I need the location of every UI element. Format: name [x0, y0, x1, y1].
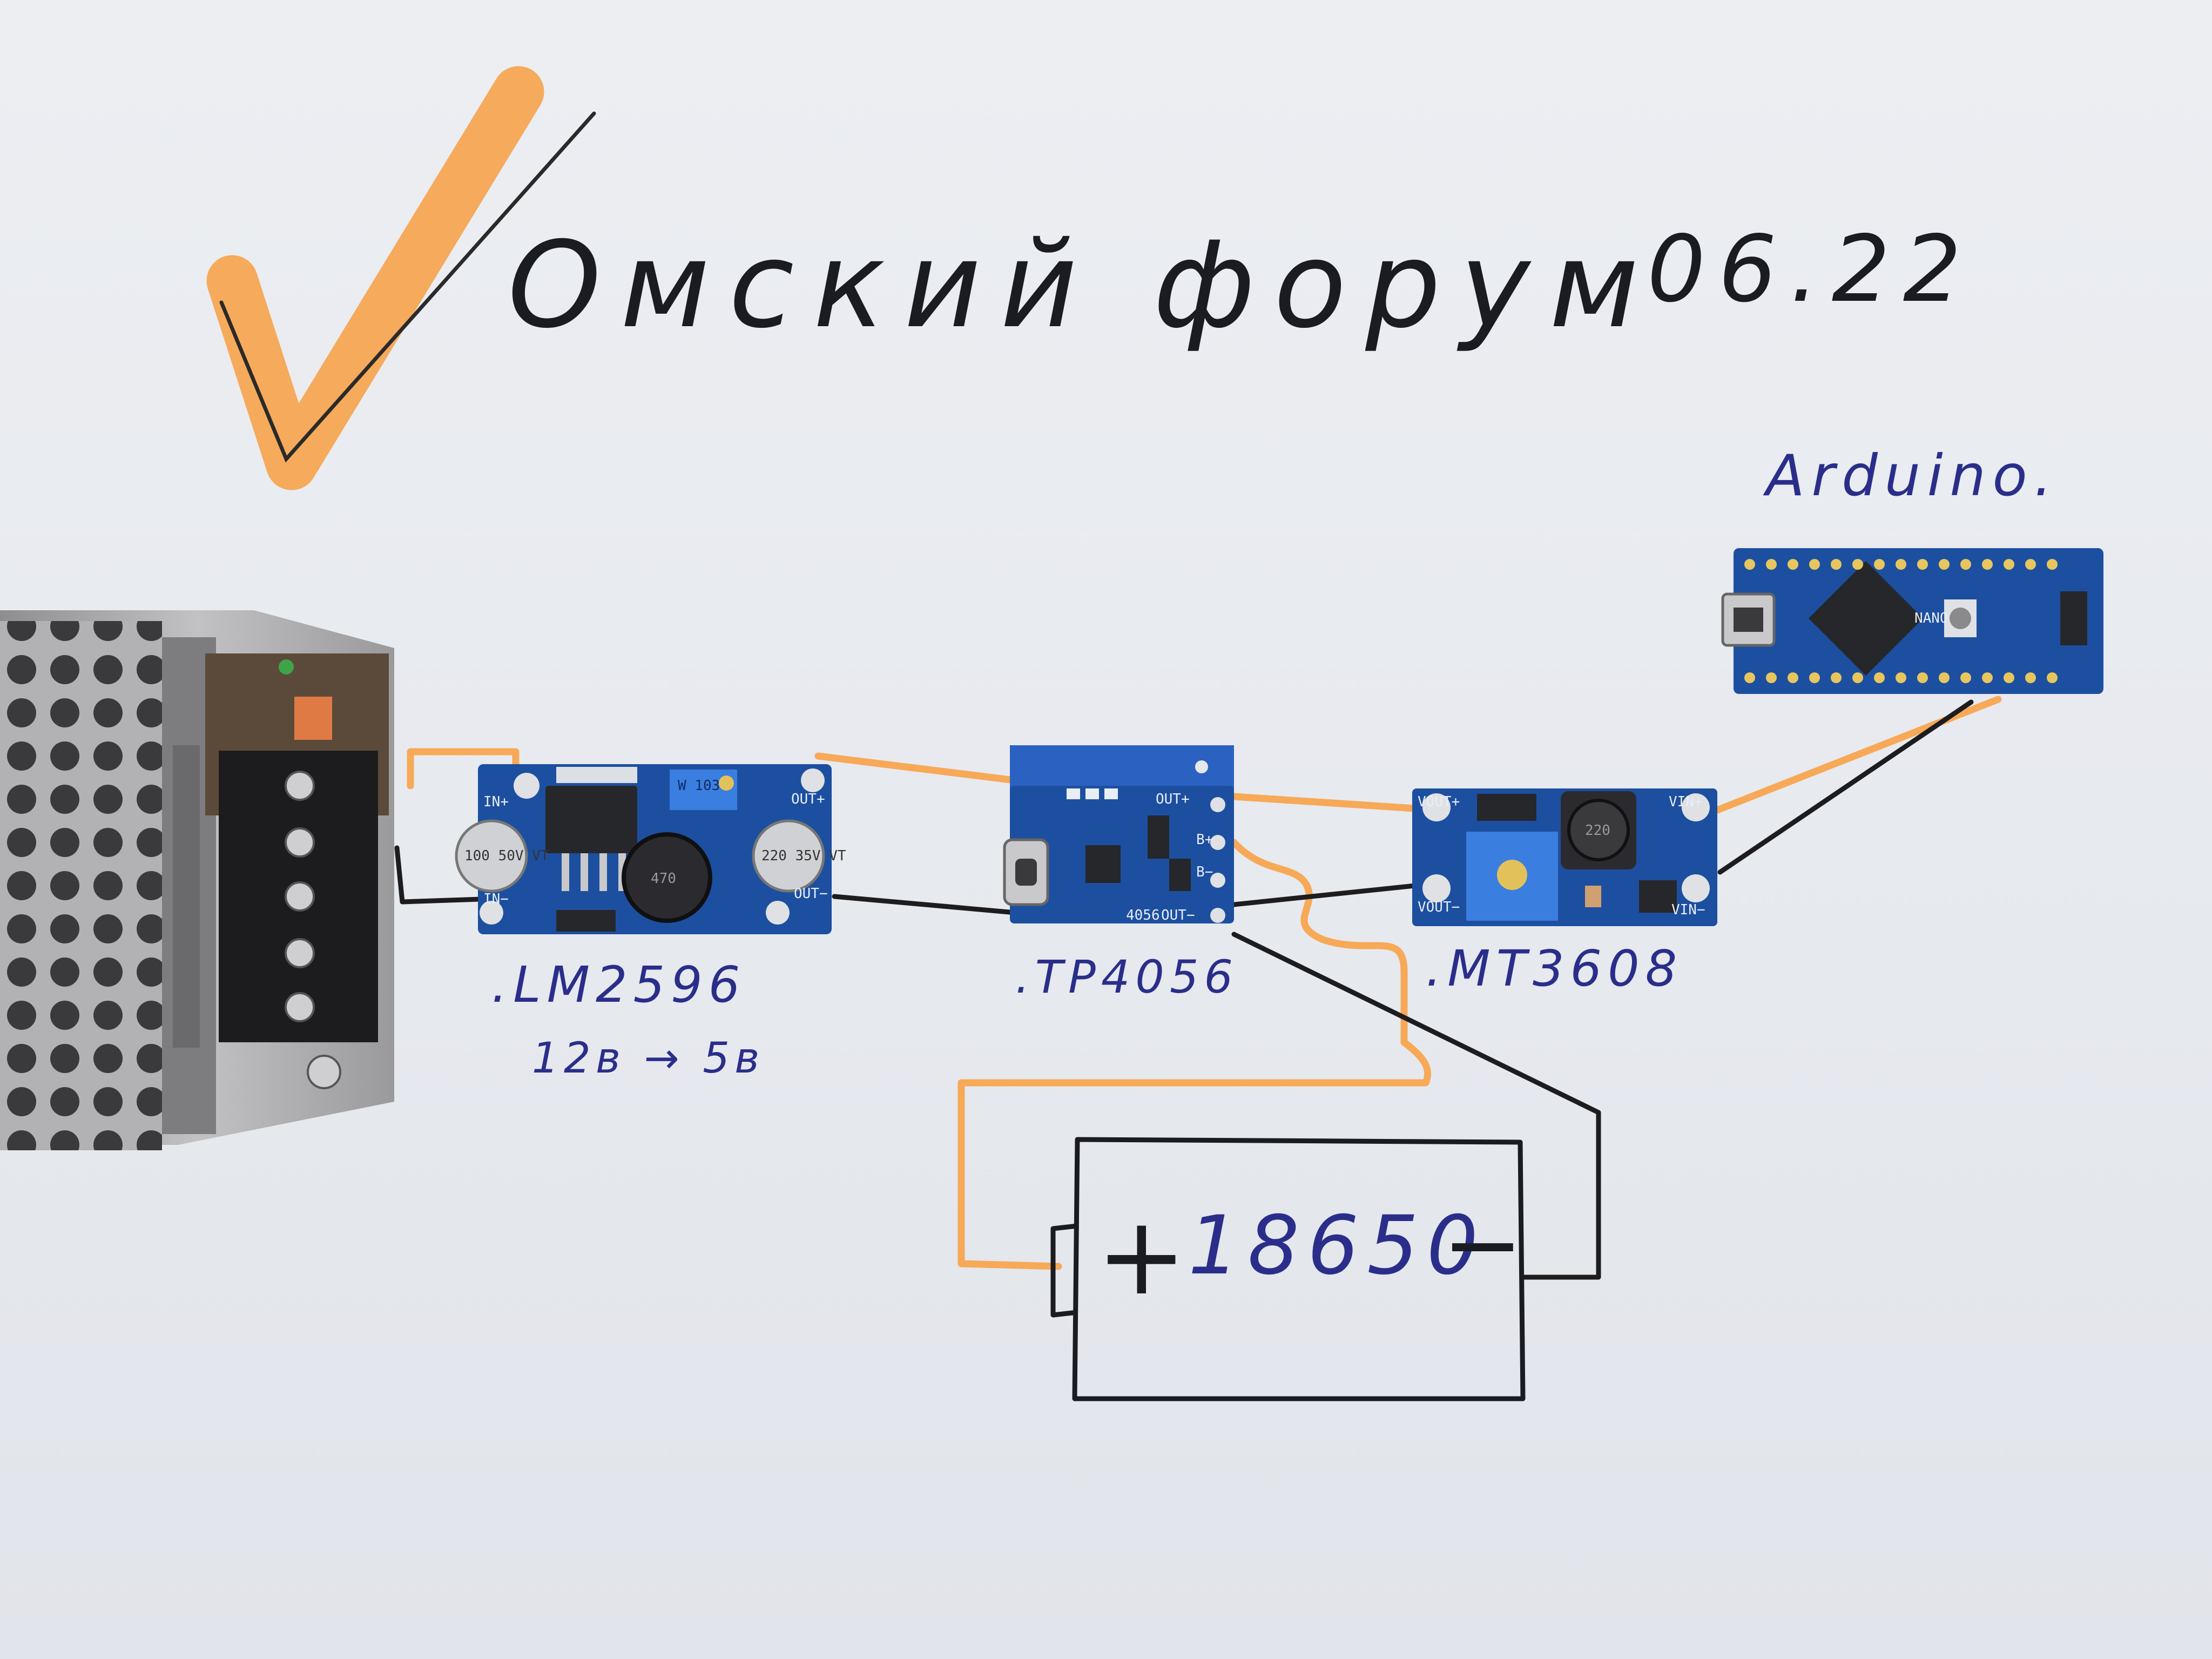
- battery-18650-drawing: [1050, 1137, 1526, 1401]
- microcontroller-chip: [1808, 561, 1924, 676]
- lm-capacitor-2: [752, 819, 825, 893]
- label-arduino: Arduino.: [1766, 443, 2059, 509]
- lm2596-board: [455, 764, 832, 934]
- battery-minus-sign: −: [1442, 1188, 1535, 1301]
- lm-pot-marking: W 103: [678, 778, 720, 794]
- mt-vout-minus-marking: VOUT−: [1418, 899, 1460, 915]
- negative-wires: [394, 699, 1974, 1280]
- power-supply-unit: [0, 610, 394, 1150]
- lm-capacitor-1-marking: 100 50V VT: [464, 848, 549, 864]
- mt-vin-minus-marking: VIN−: [1671, 902, 1705, 918]
- tp-b-plus-marking: B+: [1196, 832, 1213, 848]
- lm-in-minus-marking: IN−: [483, 891, 509, 907]
- caption-date: 06.22: [1647, 216, 1974, 323]
- mt-vin-plus-marking: VIN+: [1669, 794, 1703, 810]
- mt-inductor-marking: 220: [1585, 822, 1610, 839]
- tp-out-minus-marking: OUT−: [1161, 907, 1195, 923]
- tp4056-board: [1003, 745, 1234, 923]
- nano-marking: NANO: [1914, 610, 1948, 626]
- mt-vout-plus-marking: VOUT+: [1418, 794, 1460, 810]
- label-tp4056: .TP4056: [1015, 950, 1238, 1003]
- lm-out-plus-marking: OUT+: [791, 791, 825, 807]
- lm-inductor: [622, 832, 712, 923]
- label-lm2596: .LM2596: [491, 956, 746, 1014]
- lm-inductor-marking: 470: [651, 871, 676, 887]
- label-battery: 18650: [1188, 1199, 1487, 1293]
- lm-capacitor-2-marking: 220 35V VT: [761, 848, 846, 864]
- mt-inductor: [1567, 799, 1630, 861]
- lm-in-plus-marking: IN+: [483, 794, 509, 810]
- lm-capacitor-1: [455, 819, 528, 893]
- arduino-nano-board: [1721, 548, 2103, 694]
- tp-out-plus-marking: OUT+: [1156, 791, 1190, 807]
- tp-b-minus-marking: B−: [1196, 864, 1213, 880]
- tp-chip-marking: 4056: [1126, 907, 1160, 923]
- mt3608-board: [1412, 788, 1717, 926]
- label-mt3608: .MT3608: [1426, 940, 1683, 997]
- label-voltage-conversion: 12в → 5в: [532, 1034, 765, 1083]
- lm-out-minus-marking: OUT−: [794, 886, 828, 902]
- battery-plus-sign: +: [1096, 1193, 1200, 1319]
- caption-title: Омский форум: [508, 216, 1658, 354]
- check-mark-icon: [206, 66, 596, 490]
